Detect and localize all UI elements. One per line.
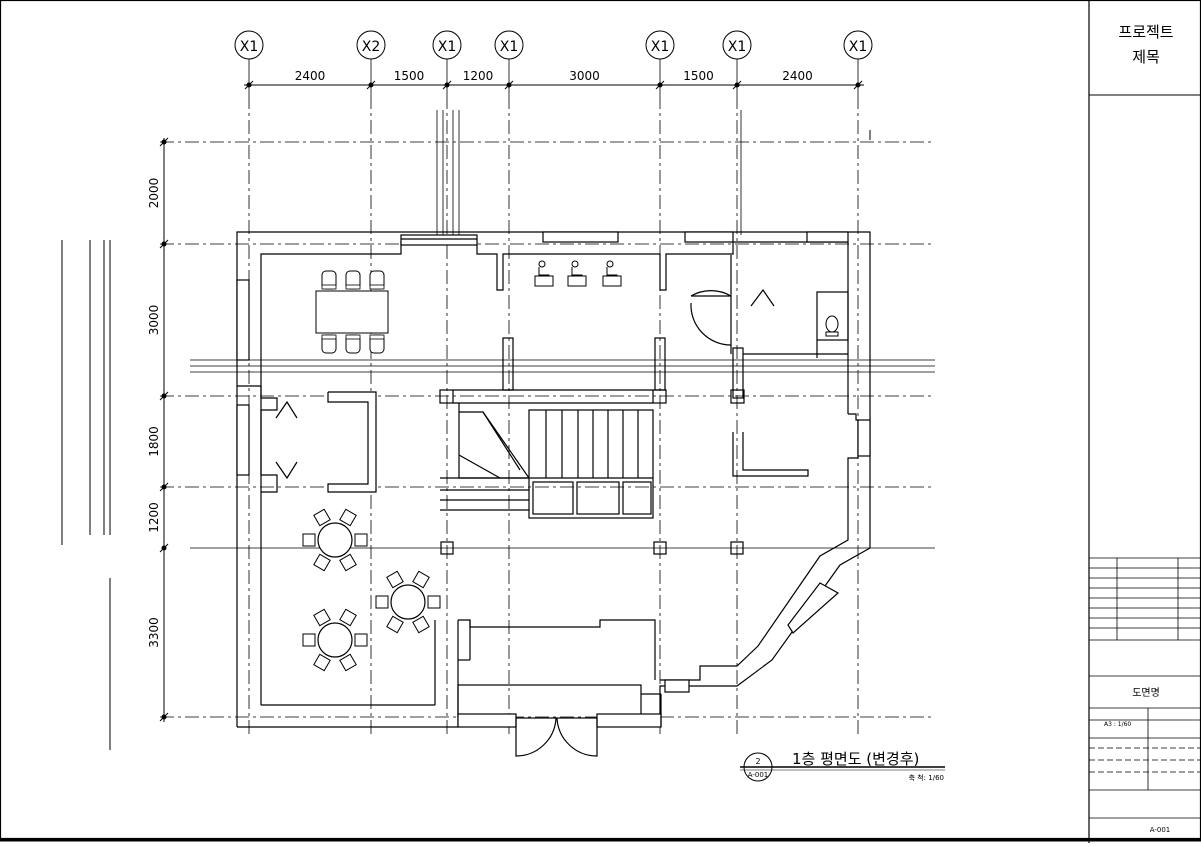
grid-bubble-1: X1 [234,30,264,95]
toilet-fixture [825,315,839,337]
column-span-labels: 2400 1500 1200 3000 1500 2400 [295,69,813,83]
round-table-2 [375,570,441,634]
grid-bubble-label: X1 [438,39,457,55]
building-walls [236,231,871,757]
row-span-label: 1200 [147,502,161,533]
project-title-line1: 프로젝트 [1118,23,1173,41]
table-chair [375,595,389,609]
grid-bubble-6: X1 [722,30,752,95]
project-title-line2: 제목 [1132,48,1160,66]
table-chair [339,608,357,627]
grid-bubble-3: X1 [432,30,462,95]
round-table-3 [302,608,368,672]
row-span-label: 3000 [147,305,161,336]
table-chair [412,615,430,634]
staircase [440,403,654,519]
sheet-title-block [1088,0,1201,843]
round-tables [302,508,441,672]
table-chair [354,533,368,547]
seating-figures [534,260,622,287]
sheet-number: A-001 [1150,826,1171,834]
grid-bubble-label: X1 [240,39,259,55]
drawing-name-label: 도면명 [1132,687,1160,699]
column-span-label: 2400 [782,69,813,83]
column-span-label: 1500 [683,69,714,83]
grid-bubble-4: X1 [494,30,524,95]
row-span-label: 3300 [147,617,161,648]
table-chair [313,553,331,572]
grid-bubble-label: X1 [849,39,868,55]
row-span-label: 1800 [147,426,161,457]
grid-bubble-label: X1 [728,39,747,55]
table-chair [339,508,357,527]
table-chair [386,570,404,589]
column-span-label: 1500 [394,69,425,83]
round-table-1 [302,508,368,572]
table-chair [313,653,331,672]
drawing-scale: 축 척: 1/60 [909,773,944,782]
table-chair [313,608,331,627]
grid-lines [160,95,935,735]
grid-bubble-2: X2 [356,30,386,95]
grid-bubble-5: X1 [645,30,675,95]
table-chair [427,595,441,609]
round-table-top [390,584,426,620]
table-chair [412,570,430,589]
round-table-top [317,622,353,658]
table-chair [354,633,368,647]
column-span-label: 2400 [295,69,326,83]
paper-scale: A3 : 1/60 [1104,721,1131,728]
drawing-sheet-ref: A-001 [748,771,769,779]
table-chair [386,615,404,634]
top-dimension-line [244,80,864,90]
table-chair [313,508,331,527]
left-reference-lines [61,240,111,750]
drawing-number: 2 [755,757,760,766]
round-table-top [317,522,353,558]
column-span-label: 1200 [463,69,494,83]
left-dimension-line [159,137,169,722]
dining-table [315,270,389,354]
grid-bubbles: X1 X2 X1 X1 X1 X1 X1 [234,30,873,95]
grid-bubble-label: X1 [500,39,519,55]
grid-bubble-label: X2 [362,39,381,55]
grid-bubble-7: X1 [843,30,873,95]
row-span-label: 2000 [147,178,161,209]
table-chair [339,553,357,572]
grid-bubble-label: X1 [651,39,670,55]
column-span-label: 3000 [569,69,600,83]
drawing-title: 1층 평면도 (변경후) [792,750,919,768]
table-chair [302,533,316,547]
table-chair [302,633,316,647]
row-span-labels: 2000 3000 1800 1200 3300 [147,178,161,648]
table-chair [339,653,357,672]
drawing-title-block: 2 A-001 1층 평면도 (변경후) 축 척: 1/60 [740,750,945,782]
